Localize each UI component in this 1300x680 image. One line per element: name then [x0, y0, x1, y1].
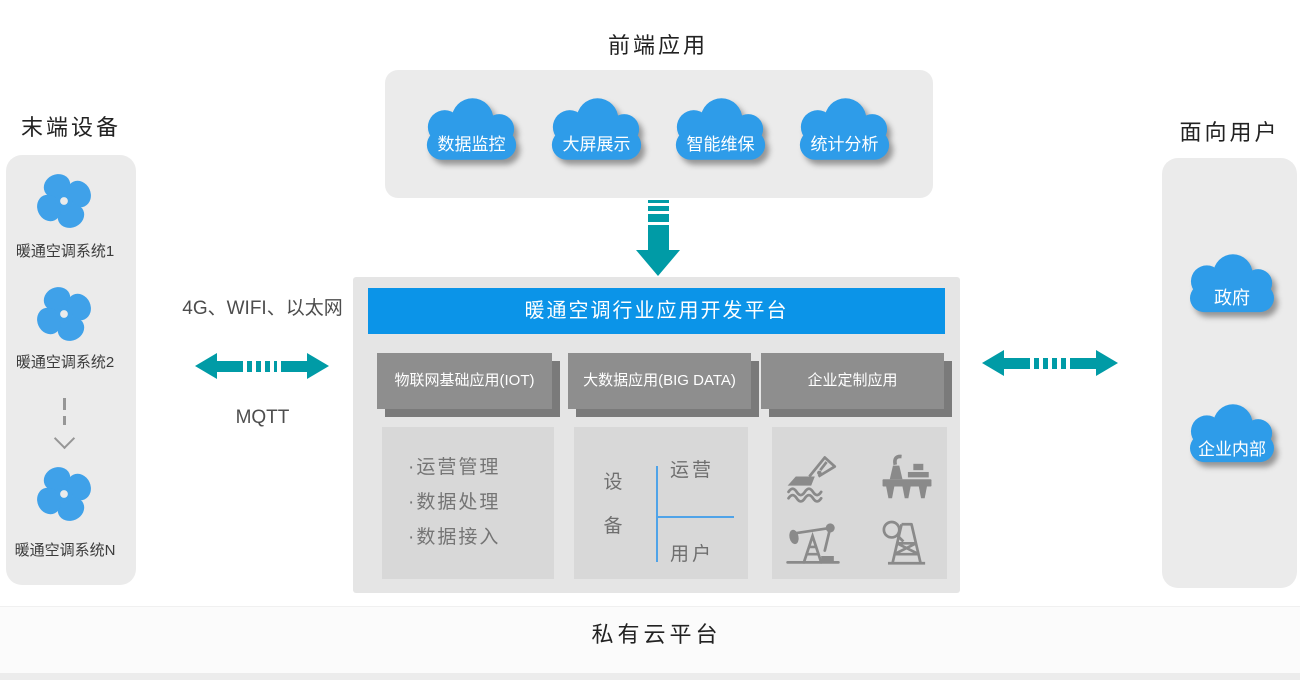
frontend-cloud-2: 大屏展示	[537, 96, 656, 166]
bigdata-panel: 设备 运营 用户	[574, 427, 748, 579]
tree-horizontal-line	[656, 516, 734, 518]
terminal-devices-title: 末端设备	[20, 115, 121, 140]
left-double-arrow-icon	[195, 353, 329, 379]
cloud-label: 统计分析	[810, 135, 879, 154]
users-title: 面向用户	[1179, 120, 1280, 145]
tree-branch-top: 运营	[670, 460, 715, 481]
ellipsis-down-arrow-icon	[50, 398, 78, 450]
device-label: 暖通空调系统N	[14, 542, 116, 559]
users-box	[1162, 158, 1297, 588]
user-cloud-government: 政府	[1176, 252, 1288, 318]
crane-ship-icon	[787, 456, 837, 503]
frontend-apps-title: 前端应用	[607, 33, 708, 58]
cloud-label: 大屏展示	[562, 135, 631, 154]
tree-branch-bottom: 用户	[670, 544, 715, 565]
footer-strip	[0, 673, 1300, 680]
fan-icon	[26, 276, 102, 352]
device-label: 暖通空调系统2	[15, 354, 115, 371]
footer-band	[0, 606, 1300, 680]
right-double-arrow-icon	[982, 350, 1118, 376]
module-iot: 物联网基础应用(IOT)	[377, 353, 552, 409]
tree-root-label: 设备	[603, 472, 623, 537]
protocols-label: 4G、WIFI、以太网	[182, 298, 343, 319]
frontend-cloud-3: 智能维保	[661, 96, 780, 166]
platform-header: 暖通空调行业应用开发平台	[368, 288, 945, 334]
pumpjack-icon	[786, 523, 840, 564]
offshore-platform-icon	[882, 454, 932, 499]
iot-panel-item: ·数据处理	[408, 492, 501, 513]
frontend-cloud-1: 数据监控	[412, 96, 531, 166]
iot-panel-item: ·数据接入	[408, 527, 501, 548]
private-cloud-label: 私有云平台	[591, 622, 722, 647]
iot-panel: ·运营管理 ·数据处理 ·数据接入	[382, 427, 554, 579]
industry-icon-grid	[784, 450, 936, 568]
cloud-label: 智能维保	[686, 135, 755, 154]
fan-icon	[26, 456, 102, 532]
device-label: 暖通空调系统1	[15, 243, 115, 260]
down-arrow-icon	[636, 200, 680, 276]
cloud-label: 企业内部	[1198, 440, 1266, 459]
frontend-cloud-4: 统计分析	[785, 96, 904, 166]
oil-derrick-icon	[882, 520, 926, 565]
tree-vertical-line	[656, 466, 658, 562]
module-custom: 企业定制应用	[761, 353, 944, 409]
cloud-label: 政府	[1214, 288, 1250, 308]
iot-panel-item: ·运营管理	[408, 457, 501, 478]
module-bigdata: 大数据应用(BIG DATA)	[568, 353, 751, 409]
mqtt-label: MQTT	[235, 407, 290, 428]
cloud-label: 数据监控	[437, 135, 506, 154]
user-cloud-enterprise: 企业内部	[1176, 402, 1288, 468]
fan-icon	[26, 163, 102, 239]
